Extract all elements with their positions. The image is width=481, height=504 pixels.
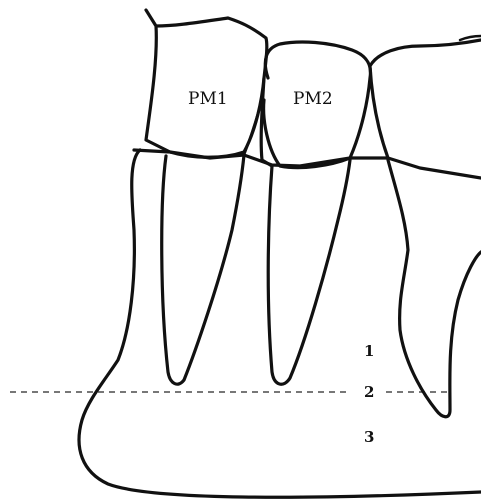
mandible-outline [79, 150, 481, 497]
interproximal-line-pm1-pm2 [261, 78, 272, 166]
zone-2-label: 2 [364, 383, 374, 401]
pm1-root-inner-line [244, 100, 262, 155]
zone-3-label: 3 [364, 428, 374, 446]
zone-1-label: 1 [364, 342, 374, 360]
m1-root [388, 160, 481, 417]
pm2-label: PM2 [293, 89, 333, 109]
pm1-root [162, 155, 244, 384]
m1-crown [370, 40, 481, 158]
pm2-root [268, 160, 350, 384]
pm1-crown [146, 10, 267, 157]
pm1-label: PM1 [188, 89, 228, 109]
